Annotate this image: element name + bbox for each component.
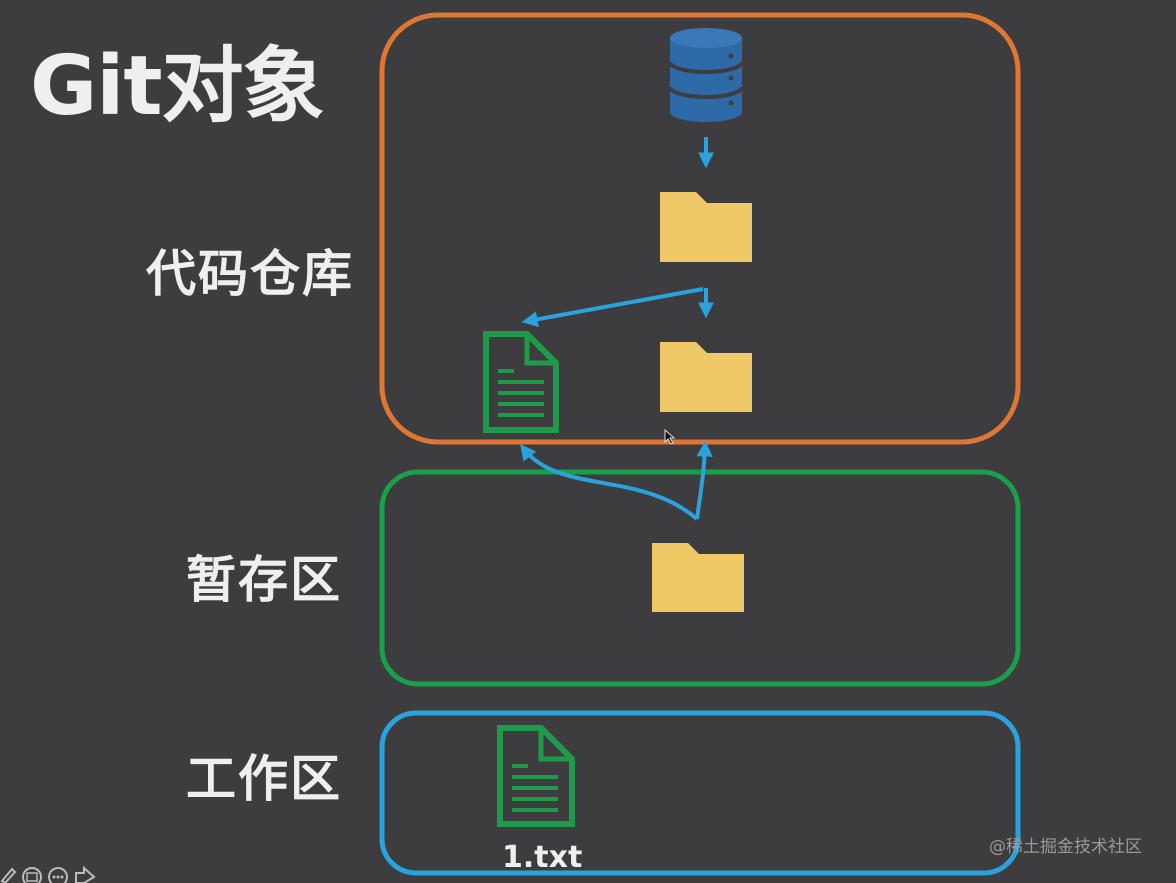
- repository-label: 代码仓库: [146, 245, 354, 303]
- player-controls: [0, 865, 96, 883]
- watermark: @稀土掘金技术社区: [989, 837, 1142, 857]
- file-icon: [483, 331, 559, 433]
- working-label: 工作区: [186, 750, 342, 808]
- arrow-stage-to-tree: [695, 440, 713, 520]
- menu-icon[interactable]: [48, 867, 68, 883]
- next-icon[interactable]: [75, 865, 96, 883]
- database-icon: [668, 28, 744, 122]
- staging-zone: [379, 469, 1021, 687]
- page-title: Git对象: [30, 39, 325, 134]
- folder-icon: [652, 543, 744, 612]
- staging-label: 暂存区: [186, 551, 342, 609]
- pen-icon[interactable]: [0, 867, 17, 883]
- file-icon: [497, 725, 575, 827]
- arrow-stage-to-blob: [520, 443, 699, 521]
- folder-icon: [660, 342, 752, 412]
- cursor-icon: [664, 428, 676, 445]
- working-file-name: 1.txt: [502, 840, 583, 875]
- working-zone: [379, 710, 1021, 876]
- screen-icon[interactable]: [22, 867, 42, 883]
- arrow-tree-to-file: [521, 287, 704, 328]
- folder-icon: [660, 192, 752, 262]
